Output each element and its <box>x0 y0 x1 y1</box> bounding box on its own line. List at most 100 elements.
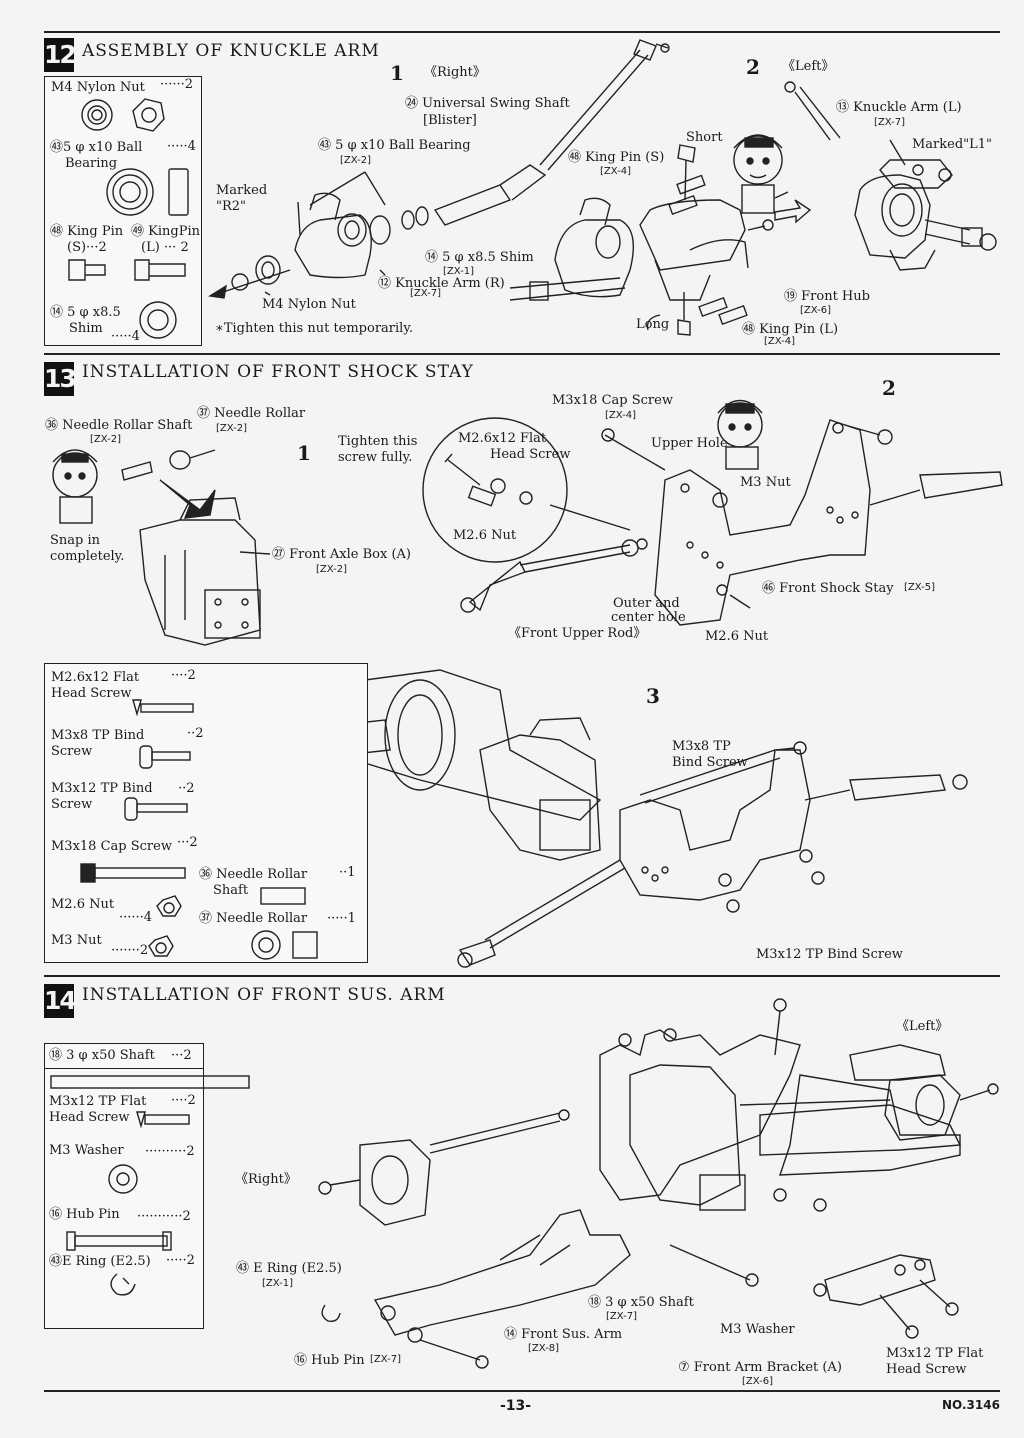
part-qty: ·····1 <box>327 911 356 926</box>
parts-box-13: M2.6x12 Flat Head Screw ····2 M3x8 TP Bi… <box>44 663 368 963</box>
marked-l1-label: Marked"L1" <box>912 137 993 152</box>
zx7-label-2: [ZX-7] <box>874 117 905 128</box>
part-e-ring: ㊸E Ring (E2.5) <box>49 1254 151 1269</box>
part-qty: ··1 <box>339 865 356 880</box>
part-cap-screw: M3x18 Cap Screw <box>51 839 172 854</box>
zx2-label-3: [ZX-2] <box>316 564 347 575</box>
step-3-label: 3 <box>646 684 660 708</box>
section-divider <box>44 975 1000 977</box>
part-tp-flat-2: Head Screw <box>49 1110 130 1125</box>
tp8-label: M3x8 TP <box>672 739 731 754</box>
flat-screw-label-2: Head Screw <box>490 447 571 462</box>
part-qty: ·····4 <box>111 329 140 344</box>
cap-screw-label: M3x18 Cap Screw <box>552 393 673 408</box>
tp12-label: M3x12 TP Bind Screw <box>756 947 903 962</box>
washer-label: M3 Washer <box>720 1322 795 1337</box>
part-shaft: ⑱ 3 φ x50 Shaft <box>49 1048 155 1063</box>
tighten-label: Tighten this <box>338 434 418 449</box>
zx7-label-2: [ZX-7] <box>370 1354 401 1365</box>
needle-roller-label: ㊲ Needle Rollar <box>197 406 306 421</box>
part-qty: ······2 <box>160 77 194 92</box>
part-hub-pin: ⑯ Hub Pin <box>49 1207 120 1222</box>
king-pin-l-label: ㊽ King Pin (L) <box>742 322 839 337</box>
zx7-label: [ZX-7] <box>606 1311 637 1322</box>
king-pin-s-label: ㊽ King Pin (S) <box>568 150 665 165</box>
parts-box-12: M4 Nylon Nut ······2 ㊸5 φ x10 Ball Beari… <box>44 76 202 346</box>
m4-nut-label: M4 Nylon Nut <box>262 297 356 312</box>
part-qty: ··········2 <box>145 1144 195 1159</box>
parts-12-illustrations <box>68 98 189 339</box>
part-qty: ···2 <box>171 1048 192 1063</box>
needle-shaft-label: ㊱ Needle Rollar Shaft <box>45 418 193 433</box>
parts-13-illustrations <box>80 699 318 960</box>
section-13-title: INSTALLATION OF FRONT SHOCK STAY <box>82 362 474 382</box>
knuckle-r-label: ⑫ Knuckle Arm (R) <box>378 276 505 291</box>
right-side-label: 《Right》 <box>235 1172 297 1187</box>
part-qty: ··2 <box>187 726 204 741</box>
axle-box-label: ㉗ Front Axle Box (A) <box>272 547 412 562</box>
part-king-pin-l-2: (L) ··· 2 <box>141 240 189 255</box>
zx7-label: [ZX-7] <box>410 288 441 299</box>
knuckle-l-label: ⑬ Knuckle Arm (L) <box>836 100 962 115</box>
snap-label: Snap in <box>50 533 101 548</box>
part-king-pin-l: ㊾ KingPin <box>131 224 200 239</box>
zx4-label: [ZX-4] <box>605 410 636 421</box>
zx4-label-2: [ZX-4] <box>764 336 795 347</box>
part-ball-bearing-2: Bearing <box>65 156 118 171</box>
front-upper-rod-label: 《Front Upper Rod》 <box>508 626 647 641</box>
step-1-label: 1 <box>297 441 311 465</box>
tighten-note: ∗Tighten this nut temporarily. <box>215 321 414 336</box>
parts-14-illustrations <box>50 1075 250 1296</box>
part-m3-nut: M3 Nut <box>51 933 102 948</box>
tp8-label-2: Bind Screw <box>672 755 748 770</box>
zx1-label: [ZX-1] <box>443 266 474 277</box>
m26-nut-label-2: M2.6 Nut <box>705 629 769 644</box>
step-2-label: 2 <box>882 376 896 400</box>
shock-stay-label: ㊻ Front Shock Stay <box>762 581 894 596</box>
part-qty: ·······2 <box>111 943 149 958</box>
long-label: Long <box>636 317 670 332</box>
e-ring-label: ㊸ E Ring (E2.5) <box>236 1261 342 1276</box>
short-label: Short <box>686 130 723 145</box>
parts-box-14: ⑱ 3 φ x50 Shaft ···2 M3x12 TP Flat Head … <box>44 1043 250 1329</box>
section-divider <box>44 353 1000 355</box>
part-ball-bearing: ㊸5 φ x10 Ball <box>50 140 143 155</box>
section-12-number: 12 <box>44 38 77 72</box>
page-number: -13- <box>500 1398 532 1414</box>
bracket-label: ⑦ Front Arm Bracket (A) <box>678 1360 842 1375</box>
zx2-label: [ZX-2] <box>340 155 371 166</box>
outer-hole-label: Outer and <box>613 596 680 611</box>
shim-label: ⑭ 5 φ x8.5 Shim <box>425 250 534 265</box>
part-tp8: M3x8 TP Bind <box>51 728 145 743</box>
top-rule <box>44 31 1000 33</box>
flat-screw-label: M3x12 TP Flat <box>886 1346 984 1361</box>
univ-shaft-label: ㉔ Universal Swing Shaft <box>405 96 570 111</box>
section-14-title: INSTALLATION OF FRONT SUS. ARM <box>82 985 446 1005</box>
part-qty: ··2 <box>178 781 195 796</box>
shock-stay-diagram <box>52 399 1003 968</box>
section-14-number: 14 <box>44 984 77 1018</box>
part-qty: ···2 <box>177 835 198 850</box>
tighten-label-2: screw fully. <box>338 450 413 465</box>
zx4-label: [ZX-4] <box>600 166 631 177</box>
part-needle-shaft-2: Shaft <box>213 883 249 898</box>
part-needle-roller: ㊲ Needle Rollar <box>199 911 308 926</box>
ball-bearing-label: ㊸ 5 φ x10 Ball Bearing <box>318 138 471 153</box>
section-12-title: ASSEMBLY OF KNUCKLE ARM <box>82 41 380 61</box>
part-qty: ·····2 <box>166 1253 195 1268</box>
bottom-rule <box>44 1390 1000 1392</box>
blister-label: [Blister] <box>423 113 477 128</box>
part-flat-screw: M2.6x12 Flat <box>51 670 140 685</box>
zx5-label: [ZX-5] <box>904 582 935 593</box>
m3-nut-label: M3 Nut <box>740 475 791 490</box>
part-tp12: M3x12 TP Bind <box>51 781 153 796</box>
sus-arm-assembly-diagram <box>318 998 999 1369</box>
section-13-number: 13 <box>44 362 77 396</box>
upper-hole-label: Upper Hole <box>651 436 728 451</box>
right-side-label: 《Right》 <box>424 65 486 80</box>
left-side-label: 《Left》 <box>896 1019 949 1034</box>
zx2-label: [ZX-2] <box>90 434 121 445</box>
part-king-pin-s-2: (S)···2 <box>67 240 107 255</box>
part-flat-screw-2: Head Screw <box>51 686 132 701</box>
zx6-label: [ZX-6] <box>800 305 831 316</box>
